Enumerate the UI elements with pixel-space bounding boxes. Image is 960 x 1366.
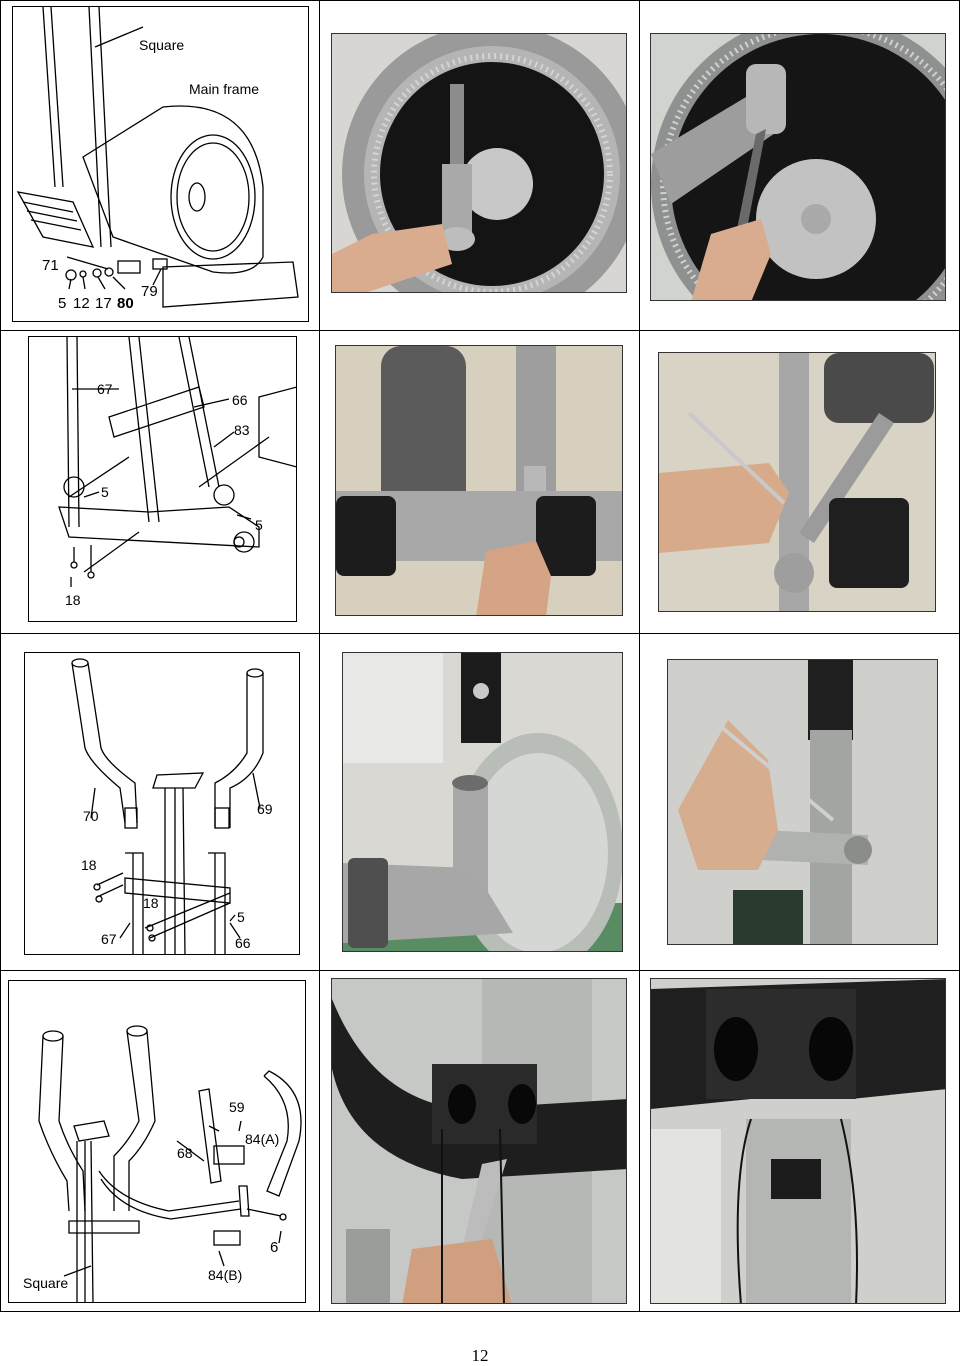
page-number: 12 [471, 1346, 489, 1365]
photo-crank-arm-insert [331, 33, 627, 293]
label-square: Square [139, 37, 185, 53]
label-part-12: 12 [73, 295, 90, 312]
label-part-18-upper: 18 [81, 857, 97, 873]
drawing-main-frame-assembly: Square Main frame 71 79 5 12 17 80 [12, 6, 309, 322]
label-part-5-right: 5 [255, 517, 263, 533]
label-main-frame: Main frame [189, 81, 260, 97]
photo-insert-front-post [335, 345, 623, 616]
label-part-67: 67 [97, 381, 113, 397]
label-part-83: 83 [234, 422, 250, 438]
drawing-front-post-assembly: 67 66 83 5 5 18 [28, 336, 297, 622]
label-part-17: 17 [95, 295, 112, 312]
drawing-handlebar-posts: 70 69 18 18 5 67 66 [24, 652, 300, 955]
label-part-6: 6 [270, 1239, 279, 1256]
photo-crank-arm-wrench [650, 33, 946, 301]
label-part-80: 80 [117, 295, 134, 312]
label-part-59: 59 [229, 1099, 245, 1115]
label-part-5: 5 [58, 295, 67, 312]
grid-divider [319, 0, 320, 1312]
label-part-71: 71 [42, 257, 59, 274]
grid-divider [0, 633, 960, 634]
label-part-68: 68 [177, 1145, 193, 1161]
label-part-84a: 84(A) [245, 1131, 280, 1147]
grid-divider [0, 970, 960, 971]
photo-handlebar-install [331, 978, 627, 1304]
label-part-84b: 84(B) [208, 1267, 243, 1283]
grid-divider [0, 330, 960, 331]
label-part-66: 66 [232, 392, 248, 408]
grid-divider [639, 0, 640, 1312]
label-square: Square [23, 1275, 69, 1291]
label-part-67: 67 [101, 931, 117, 947]
drawing-handlebar-assembly: 59 68 84(A) 6 Square 84(B) [8, 980, 306, 1303]
photo-tighten-handlebar-post [667, 659, 938, 945]
label-part-69: 69 [257, 801, 273, 817]
label-part-5: 5 [237, 909, 245, 925]
label-part-70: 70 [83, 808, 99, 824]
photo-handlebar-secured [650, 978, 946, 1304]
label-part-79: 79 [141, 283, 158, 300]
photo-tighten-front-post [658, 352, 936, 612]
label-part-18-lower: 18 [143, 895, 159, 911]
photo-insert-handlebar-post [342, 652, 623, 952]
label-part-5-left: 5 [101, 484, 109, 500]
label-part-18: 18 [65, 592, 81, 608]
label-part-66: 66 [235, 935, 251, 951]
